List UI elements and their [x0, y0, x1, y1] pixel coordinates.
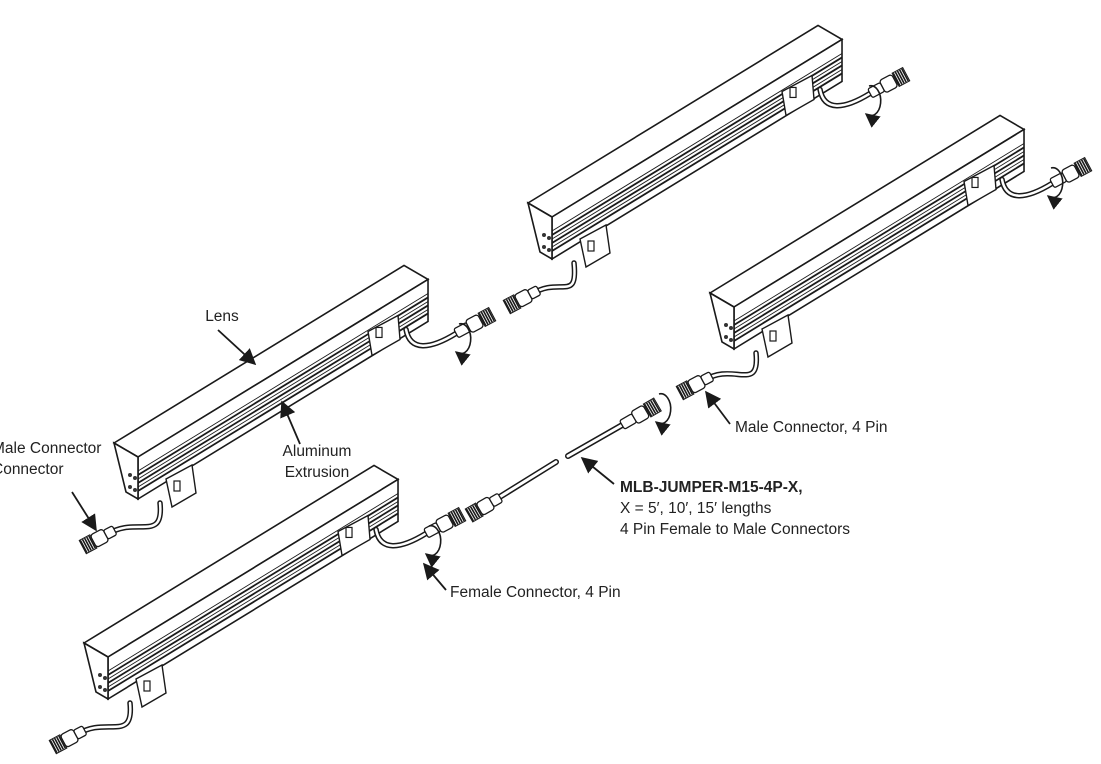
fixture-bottom-female-connector — [423, 506, 467, 538]
fixture-middle-lens — [112, 264, 430, 458]
fixture-right-bolt — [729, 338, 733, 342]
male-connector-label-left-line1: Male Connector — [0, 440, 102, 457]
fixture-top-bracket-right — [781, 74, 815, 117]
fixture-right-bracket-left — [761, 313, 793, 359]
fixture-top-bolt — [547, 248, 551, 252]
fixture-bottom-bracket-right — [337, 514, 371, 557]
fixture-right-male-connector — [675, 371, 714, 401]
fixture-top-end-cap — [526, 201, 553, 261]
arrow-male-right — [705, 390, 731, 425]
fixture-top-bracket-left — [579, 223, 611, 269]
arrow-lens — [217, 329, 257, 366]
fixture-middle-male-connector — [78, 525, 117, 555]
fixture-top-male-connector — [502, 285, 541, 315]
fixture-middle-bolt — [133, 476, 137, 480]
fixture-top-extrusion — [551, 38, 843, 261]
fixture-bottom-extrusion — [107, 478, 399, 701]
fixture-middle-bolt — [128, 473, 132, 477]
fixture-top-female-connector — [867, 66, 911, 98]
lens-label: Lens — [205, 308, 239, 325]
jumper-description: 4 Pin Female to Male Connectors — [620, 521, 851, 538]
fixture-middle-bolt — [128, 485, 132, 489]
fixture-right-extrusion — [733, 128, 1025, 351]
fixture-bottom-bolt — [103, 688, 107, 692]
fixture-right-female-connector — [1049, 156, 1093, 188]
fixture-right-bolt — [724, 335, 728, 339]
jumper-male-connector — [464, 493, 503, 523]
rotate-arrow-bottom — [424, 524, 442, 568]
fixture-right-bracket-right — [963, 164, 997, 207]
rotate-arrow-middle — [454, 322, 472, 366]
fixture-middle-bolt — [133, 488, 137, 492]
fixture-middle — [78, 264, 497, 555]
fixture-right-lens — [708, 114, 1026, 308]
arrow-aluminum — [280, 400, 301, 445]
fixture-bottom-end-cap — [82, 641, 109, 701]
fixture-top-bolt — [547, 236, 551, 240]
fixture-bottom-male-connector — [48, 725, 87, 755]
fixture-middle-bracket-right — [367, 314, 401, 357]
rotate-arrow-jumper — [654, 392, 672, 436]
jumper-cable — [464, 397, 662, 523]
callout-arrows — [71, 84, 1064, 591]
male-connector-label-right: Male Connector, 4 Pin — [735, 419, 888, 436]
fixture-bottom-bolt — [98, 673, 102, 677]
fixture-bottom-bracket-left — [135, 663, 167, 709]
fixture-right-bolt — [729, 326, 733, 330]
arrow-female — [422, 562, 447, 591]
jumper-part-number: MLB-JUMPER-M15-4P-X, — [620, 479, 803, 496]
aluminum-extrusion-label-line1: Aluminum — [282, 443, 352, 460]
fixture-bottom — [48, 464, 467, 755]
fixture-right — [675, 114, 1093, 401]
fixture-bottom-bolt — [103, 676, 107, 680]
fixture-middle-end-cap — [112, 441, 139, 501]
female-connector-label: Female Connector, 4 Pin — [450, 584, 621, 601]
jumper-lengths: X = 5′, 10′, 15′ lengths — [620, 500, 772, 517]
fixture-top-bolt — [542, 233, 546, 237]
jumper-female-connector — [619, 397, 662, 430]
male-connector-label-left-line2: Connector — [0, 461, 64, 478]
aluminum-extrusion-label-line2: Extrusion — [284, 464, 350, 481]
arrow-jumper — [580, 456, 615, 485]
fixture-top-bolt — [542, 245, 546, 249]
fixture-right-end-cap — [708, 291, 735, 351]
rotate-arrow-top — [864, 84, 882, 128]
fixture-bottom-bolt — [98, 685, 102, 689]
rotate-arrow-right — [1046, 166, 1064, 210]
arrow-male-left — [71, 491, 97, 532]
fixture-top — [502, 24, 911, 315]
fixture-top-lens — [526, 24, 844, 218]
fixture-middle-bracket-left — [165, 463, 197, 509]
fixture-right-bolt — [724, 323, 728, 327]
